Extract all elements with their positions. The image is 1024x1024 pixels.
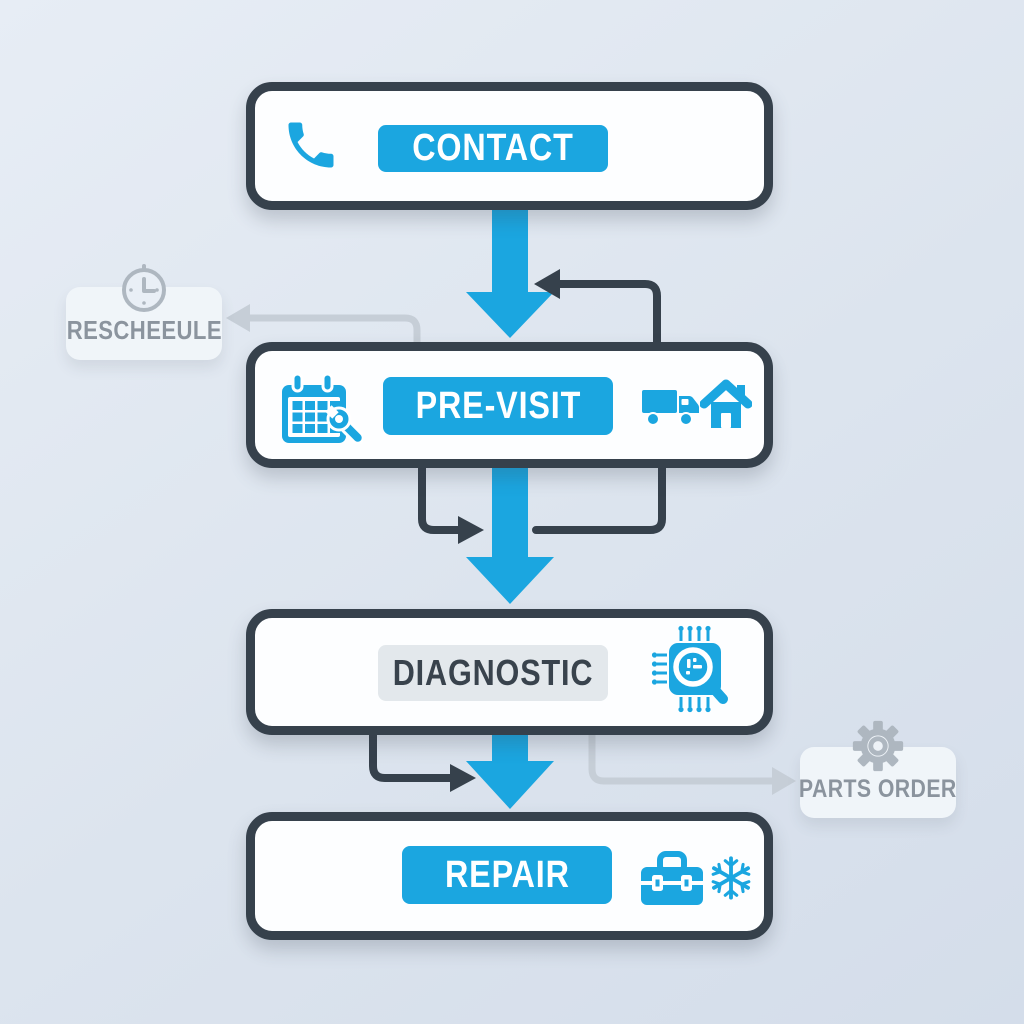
branch-line-previsit-left [418,454,462,534]
gear-icon [852,720,904,772]
loop-arrowhead-left [534,269,560,299]
loop-line-previsit-return [554,280,661,351]
node-diagnostic: DIAGNOSTIC [246,609,773,735]
connector-line-reschedule [246,314,421,351]
branch-arrowhead-previsit-left [458,516,484,544]
phone-icon [288,122,334,168]
node-contact: CONTACT [246,82,773,210]
branch-arrowhead-diagnostic-left [450,764,476,792]
repair-label: REPAIR [444,853,570,896]
arrow-contact-to-previsit [466,205,554,338]
previsit-label: PRE-VISIT [415,384,581,427]
connector-arrowhead-parts-order [772,767,796,795]
arrow-diagnostic-to-repair [466,726,554,809]
reschedule-label: RESCHEEULE [66,315,222,345]
parts-order-label: PARTS ORDER [799,775,957,803]
branch-line-previsit-right [532,454,666,534]
calendar-wrench-icon [282,373,363,445]
connector-line-parts-order [588,723,776,785]
side-box-parts-order: PARTS ORDER [799,720,957,818]
snowflake-icon [711,856,751,900]
contact-label-banner: CONTACT [378,125,608,172]
arrow-previsit-to-diagnostic [466,458,554,604]
toolbox-icon [641,851,703,905]
node-previsit: PRE-VISIT [246,342,773,468]
clock-icon [122,264,166,312]
connector-arrowhead-reschedule [226,304,250,332]
contact-label: CONTACT [412,127,574,169]
chip-magnifier-icon [651,625,728,713]
truck-icon [642,390,699,426]
branch-line-diagnostic-left [369,723,454,782]
diagnostic-label-banner: DIAGNOSTIC [378,645,608,701]
previsit-label-banner: PRE-VISIT [383,377,613,435]
diagnostic-label: DIAGNOSTIC [392,652,594,693]
repair-label-banner: REPAIR [402,846,612,904]
node-repair: REPAIR [246,812,773,940]
house-icon [700,379,752,428]
side-box-reschedule: RESCHEEULE [66,264,222,360]
